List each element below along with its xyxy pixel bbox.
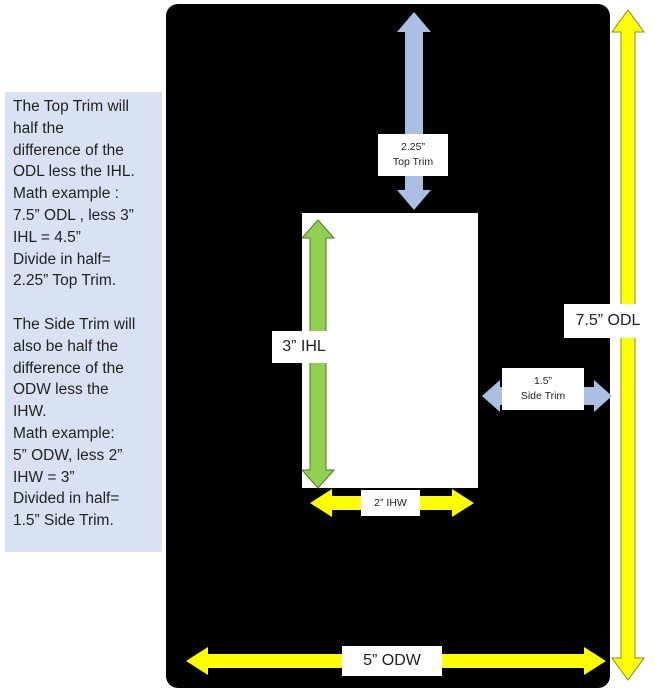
explanation-line: Divide in half= <box>13 250 111 268</box>
odl-label: 7.5” ODL <box>564 304 652 338</box>
explanation-line: also be half the <box>13 337 119 355</box>
explanation-line: 1.5” Side Trim. <box>13 512 114 530</box>
explanation-line: Math example : <box>13 185 119 203</box>
top-trim-name: Top Trim <box>392 156 434 168</box>
explanation-line: The Top Trim will <box>13 98 129 115</box>
odw-label: 5” ODW <box>342 646 442 676</box>
explanation-box: The Top Trim will half the difference of t… <box>5 92 162 552</box>
explanation-line: ODW less the <box>13 381 109 399</box>
explanation-line: 7.5” ODL , less 3” <box>13 206 134 224</box>
ihl-label: 3” IHL <box>272 331 336 363</box>
top-trim-label: 2.25” Top Trim <box>378 134 448 176</box>
explanation-line: difference of the <box>13 359 124 377</box>
explanation-line: Math example: <box>13 424 115 442</box>
explanation-line: half the <box>13 119 64 137</box>
explanation-line: IHL = 4.5” <box>13 228 81 246</box>
top-trim-explanation: The Top Trim will half the difference of t… <box>13 96 162 292</box>
side-trim-name: Side Trim <box>520 390 566 402</box>
ihw-label: 2” IHW <box>361 490 420 516</box>
top-trim-value: 2.25” <box>401 141 425 153</box>
explanation-line: IHW = 3” <box>13 468 75 486</box>
explanation-line: difference of the <box>13 141 124 159</box>
explanation-line: Divided in half= <box>13 490 120 508</box>
odl-arrow <box>611 9 645 681</box>
explanation-line: The Side Trim will <box>13 315 136 333</box>
side-trim-value: 1.5” <box>533 375 553 387</box>
explanation-line: 2.25” Top Trim. <box>13 272 117 290</box>
explanation-line: ODL less the IHL. <box>13 163 135 181</box>
explanation-line: 5” ODW, less 2” <box>13 446 123 464</box>
explanation-line: IHW. <box>13 403 47 421</box>
side-trim-explanation: The Side Trim will also be half the differ… <box>13 314 162 532</box>
side-trim-label: 1.5” Side Trim <box>502 368 584 410</box>
